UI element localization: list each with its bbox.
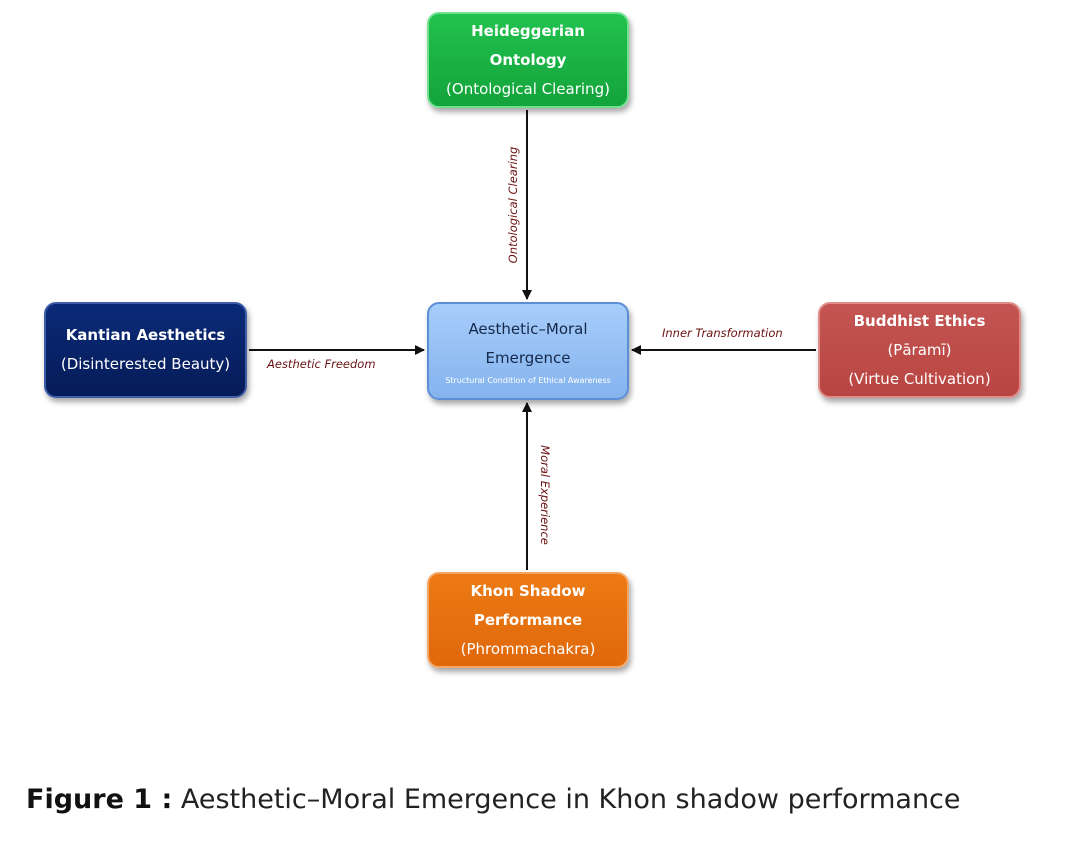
figure-caption-text: Aesthetic–Moral Emergence in Khon shadow… <box>180 784 961 815</box>
node-kantian-aesthetics: Kantian Aesthetics (Disinterested Beauty… <box>44 302 247 398</box>
node-title-line1: Heideggerian <box>471 21 585 40</box>
node-title-line1: Khon Shadow <box>470 581 586 600</box>
node-khon-shadow-performance: Khon Shadow Performance (Phrommachakra) <box>427 572 629 668</box>
edge-label-aesthetic-freedom: Aesthetic Freedom <box>267 357 376 371</box>
node-subtitle: (Disinterested Beauty) <box>60 355 231 373</box>
node-aesthetic-moral-emergence: Aesthetic–Moral Emergence Structural Con… <box>427 302 629 400</box>
node-title-line2: Emergence <box>485 349 571 367</box>
edge-label-inner-transformation: Inner Transformation <box>662 326 783 340</box>
node-subtitle: (Phrommachakra) <box>460 639 596 658</box>
node-subtitle: Structural Condition of Ethical Awarenes… <box>445 376 611 385</box>
node-title-line2: Ontology <box>489 50 567 69</box>
node-buddhist-ethics: Buddhist Ethics (Pāramī) (Virtue Cultiva… <box>818 302 1021 398</box>
node-subtitle-line1: (Pāramī) <box>887 340 952 359</box>
figure-caption-label: Figure 1 : <box>26 784 173 815</box>
node-title: Buddhist Ethics <box>853 311 986 330</box>
node-subtitle-line2: (Virtue Cultivation) <box>848 369 991 388</box>
figure-caption: Figure 1 : Aesthetic–Moral Emergence in … <box>26 784 961 815</box>
node-title-line1: Aesthetic–Moral <box>468 320 588 338</box>
node-title: Kantian Aesthetics <box>65 326 226 344</box>
node-subtitle: (Ontological Clearing) <box>446 79 610 98</box>
node-title-line2: Performance <box>473 610 583 629</box>
node-heideggerian-ontology: Heideggerian Ontology (Ontological Clear… <box>427 12 629 108</box>
edge-label-moral-experience: Moral Experience <box>538 445 552 545</box>
edge-label-ontological-clearing: Ontological Clearing <box>506 146 520 264</box>
